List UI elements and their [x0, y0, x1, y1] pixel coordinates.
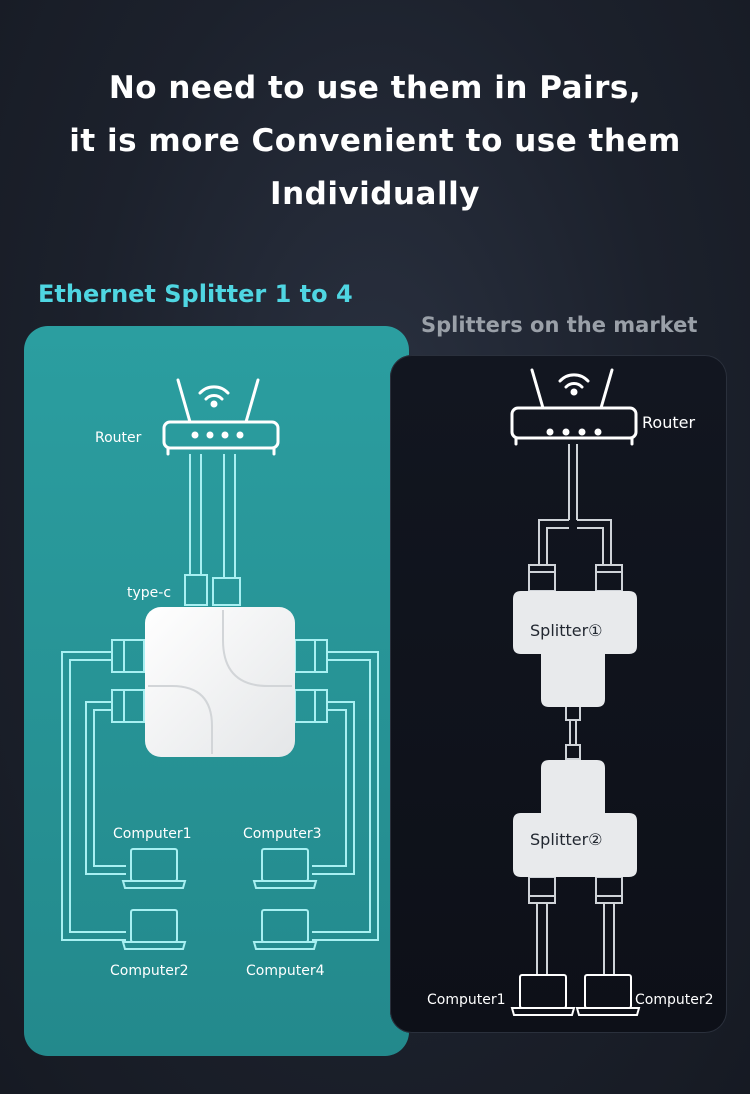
splitter2-device	[513, 760, 637, 877]
left-computer2-label: Computer2	[110, 963, 189, 979]
splitter2-label: Splitter②	[530, 830, 603, 849]
headline-line-2: it is more Convenient to use them	[69, 123, 681, 159]
right-computer1-label: Computer1	[427, 992, 506, 1008]
headline-line-1: No need to use them in Pairs,	[108, 70, 642, 106]
left-computer4-label: Computer4	[246, 963, 325, 979]
headline-line-3: Individually	[270, 176, 480, 212]
left-output-cables	[61, 639, 379, 941]
typec-label: type-c	[127, 585, 171, 601]
left-computer1-label: Computer1	[113, 826, 192, 842]
left-router-label: Router	[95, 430, 142, 446]
splitter1-label: Splitter①	[530, 621, 603, 640]
ethernet-splitter-title: Ethernet Splitter 1 to 4	[38, 280, 353, 308]
right-cables	[528, 444, 623, 975]
right-computer2-label: Computer2	[635, 992, 714, 1008]
left-computer3-icon	[252, 848, 318, 889]
left-router-icon	[162, 378, 280, 456]
headline: No need to use them in Pairs, it is more…	[0, 62, 750, 221]
left-computer4-icon	[252, 909, 318, 950]
right-router-icon	[510, 368, 638, 446]
market-splitters-title: Splitters on the market	[421, 313, 698, 337]
left-router-cables	[184, 454, 241, 606]
left-computer2-icon	[121, 909, 187, 950]
right-computer2-icon	[575, 974, 641, 1016]
ethernet-splitter-box	[145, 607, 295, 757]
left-computer1-icon	[121, 848, 187, 889]
left-computer3-label: Computer3	[243, 826, 322, 842]
right-computer1-icon	[510, 974, 576, 1016]
splitter1-device	[513, 591, 637, 707]
right-router-label: Router	[642, 413, 695, 432]
